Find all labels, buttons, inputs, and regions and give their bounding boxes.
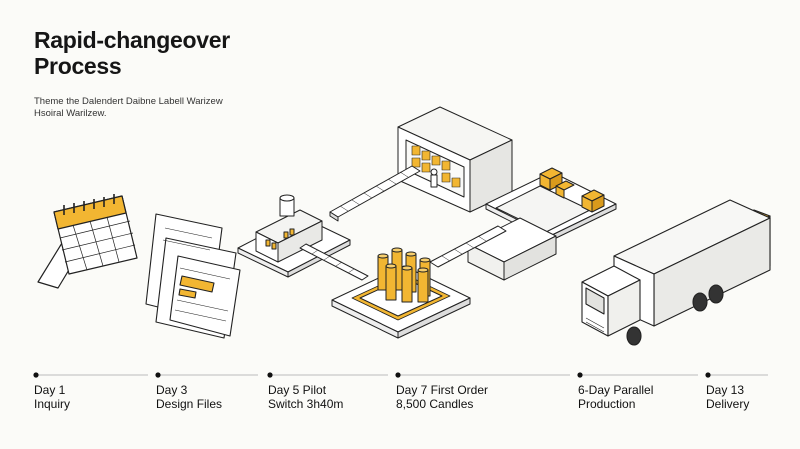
timeline-dot [705, 372, 711, 378]
timeline-dot [395, 372, 401, 378]
step-line-1: Day 1 [34, 383, 66, 397]
timeline-step-delivery: Day 13 Delivery [706, 383, 749, 411]
step-line-2: Production [578, 397, 636, 411]
timeline-dot [155, 372, 161, 378]
timeline-step-pilot-switch: Day 5 Pilot Switch 3h40m [268, 383, 343, 411]
title-line-2: Process [34, 53, 122, 79]
design-files-icon [145, 213, 241, 339]
step-line-2: Design Files [156, 397, 223, 411]
candles-icon [331, 247, 471, 339]
step-line-1: Day 3 [156, 383, 188, 397]
step-line-1: Day 5 Pilot [268, 383, 327, 397]
timeline-step-first-order: Day 7 First Order 8,500 Candles [396, 383, 488, 411]
step-line-1: 6-Day Parallel [578, 383, 654, 397]
calendar-icon [37, 194, 138, 289]
timeline-step-inquiry: Day 1 Inquiry [34, 383, 70, 411]
subtitle-line-2: Hsoiral Warilzew. [34, 108, 107, 119]
timeline-step-parallel-production: 6-Day Parallel Production [578, 383, 653, 411]
timeline [33, 372, 768, 378]
title-line-1: Rapid-changeover [34, 27, 230, 53]
timeline-dot [33, 372, 39, 378]
timeline-dot [267, 372, 273, 378]
step-line-2: Inquiry [34, 397, 71, 411]
timeline-step-design-files: Day 3 Design Files [156, 383, 222, 411]
step-line-2: Delivery [706, 397, 750, 411]
page-title: Rapid-changeover Process [34, 27, 334, 79]
step-line-2: 8,500 Candles [396, 397, 474, 411]
step-line-1: Day 7 First Order [396, 383, 489, 397]
timeline-dot [577, 372, 583, 378]
factory-line-illustration [237, 106, 617, 281]
delivery-truck-icon [581, 199, 771, 346]
subtitle-line-1: Theme the Dalendert Daibne Labell Warize… [34, 96, 223, 107]
step-line-2: Switch 3h40m [268, 397, 344, 411]
step-line-1: Day 13 [706, 383, 745, 397]
subtitle: Theme the Dalendert Daibne Labell Warize… [34, 96, 294, 120]
